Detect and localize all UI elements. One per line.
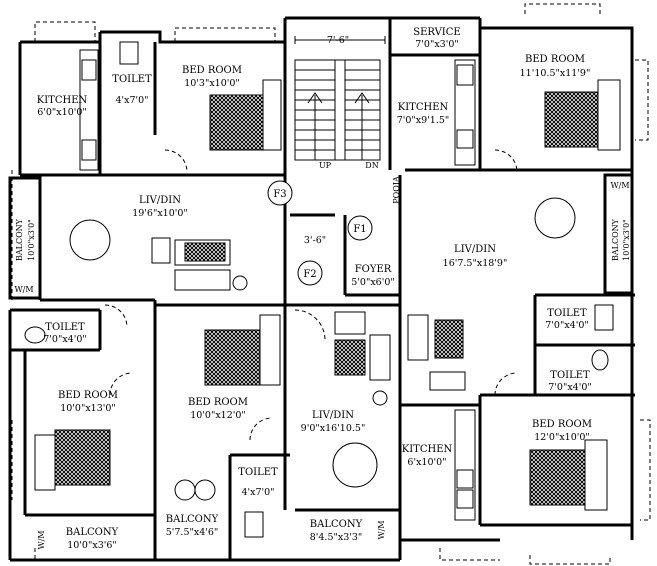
flat-tag-f2: F2 [303,269,316,280]
balcony-bc2-dim: 8'4.5"x3'3" [310,532,363,543]
livdin-b-name: LIV/DIN [312,410,354,421]
balcony-r-name: BALCONY [611,218,620,261]
living-furniture [151,237,466,406]
bedroom-tl-dim: 10'3"x10'0" [184,78,240,89]
kitchen-counters [79,49,476,521]
balcony-r-dim: 10'0"x3'0" [622,219,631,261]
balcony-l-name: BALCONY [15,218,24,261]
stair-up: UP [319,161,332,170]
kitchen-tc-dim: 7'0"x9'1.5" [397,115,450,126]
kitchen-tc-name: KITCHEN [398,102,449,113]
toilet-b-dim: 4'x7'0" [241,487,274,498]
bedroom-bc-name: BED ROOM [188,397,248,408]
bedroom-br-dim: 12'0"x10'0" [534,432,590,443]
bedroom-tr-dim: 11'10.5"x11'9" [520,68,591,79]
room-labels: KITCHEN 6'0"x10'0" TOILET 4'x7'0" BED RO… [14,27,631,551]
toilet-ml-dim: 7'0"x4'0" [43,334,87,345]
door-swings [104,149,518,441]
staircase [294,36,386,161]
service-dim: 7'0"x3'0" [415,39,459,50]
bedroom-tr-name: BED ROOM [525,54,585,65]
beds [34,79,621,511]
balcony-l-dim: 10'0"x3'0" [27,219,36,261]
kitchen-br-name: KITCHEN [402,444,453,455]
foyer-name: FOYER [355,264,392,275]
pooja-name: POOJA [392,176,401,204]
service-name: SERVICE [413,27,460,38]
livdin-r-name: LIV/DIN [454,244,496,255]
bedroom-bc-dim: 10'0"x12'0" [190,410,246,421]
wm-bl: W/M [37,530,46,549]
toilet-r2-dim: 7'0"x4'0" [548,382,592,393]
balcony-bc-dim: 5'7.5"x4'6" [166,527,219,538]
flat-tag-f1: F1 [353,224,366,235]
livdin-r-dim: 16'7.5"x18'9" [443,258,508,269]
lobby-dim: 3'-6" [304,235,326,246]
bedroom-br-name: BED ROOM [532,419,592,430]
stair-dn: DN [365,161,378,170]
wm-l: W/M [14,285,33,294]
toilet-b-name: TOILET [238,467,278,478]
kitchen-tl-dim: 6'0"x10'0" [37,107,87,118]
toilet-tl-name: TOILET [112,74,152,85]
stair-dim: 7'-6" [327,35,349,46]
bedroom-tl-name: BED ROOM [182,65,242,76]
livdin-b-dim: 9'0"x16'10.5" [301,423,366,434]
toilet-tl-dim: 4'x7'0" [115,95,148,106]
wm-r: W/M [610,181,629,190]
balcony-bl-name: BALCONY [66,527,119,538]
livdin-l-dim: 19'6"x10'0" [132,208,188,219]
balcony-bc2-name: BALCONY [310,519,363,530]
balcony-bc-name: BALCONY [166,514,219,525]
toilet-ml-name: TOILET [45,322,85,333]
foyer-dim: 5'0"x6'0" [351,277,395,288]
kitchen-br-dim: 6'x10'0" [407,457,446,468]
walls [8,16,635,562]
bedroom-bl-dim: 10'0"x13'0" [60,403,116,414]
kitchen-tl-name: KITCHEN [37,95,88,106]
dining-tables [69,197,576,488]
toilet-r2-name: TOILET [550,370,590,381]
toilet-fixtures [24,41,614,538]
balcony-bl-dim: 10'0"x3'6" [67,540,117,551]
wm-bc: W/M [377,520,386,539]
bedroom-bl-name: BED ROOM [58,390,118,401]
livdin-l-name: LIV/DIN [139,195,181,206]
flat-tag-f3: F3 [273,189,286,200]
toilet-r1-dim: 7'0"x4'0" [545,320,589,331]
toilet-r1-name: TOILET [547,308,587,319]
